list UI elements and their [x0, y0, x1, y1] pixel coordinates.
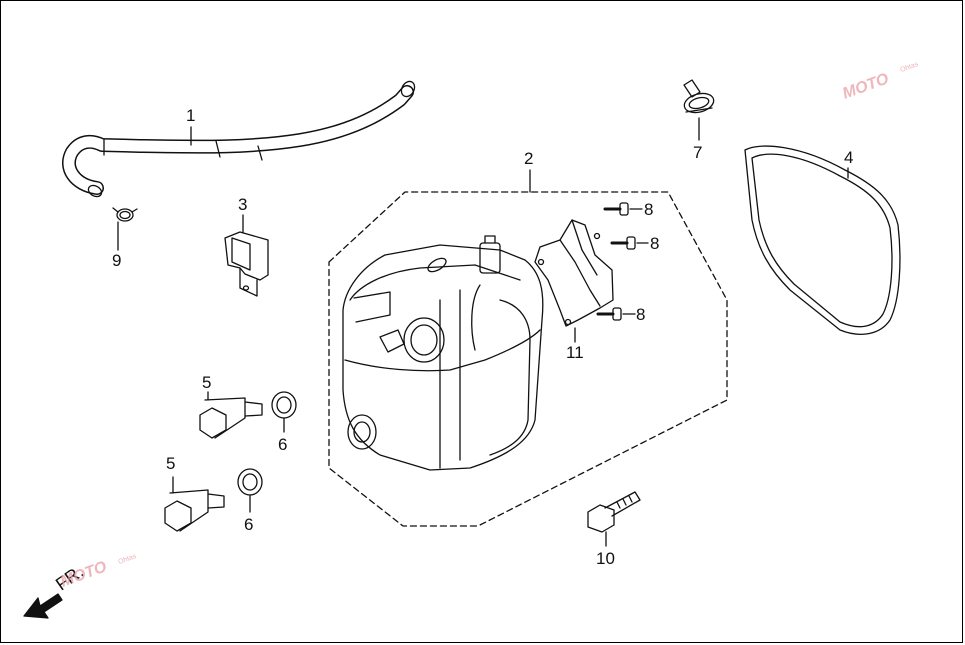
washer-6-lower [237, 468, 263, 513]
callout-2: 2 [524, 149, 534, 168]
stud-bolt-5-upper [199, 391, 263, 439]
callout-8-bottom: 8 [636, 305, 646, 324]
callout-6-upper: 6 [278, 435, 288, 454]
callout-7: 7 [693, 143, 703, 162]
bolt-8-middle [610, 236, 649, 250]
heat-shield-plate [534, 219, 614, 343]
callout-4: 4 [844, 148, 854, 167]
hose-bracket [224, 214, 269, 297]
front-direction-arrow-icon [23, 593, 63, 619]
bolt-8-bottom [596, 307, 636, 321]
cylinder-head-cover [328, 169, 728, 527]
callout-3: 3 [238, 195, 248, 214]
callout-5-upper: 5 [202, 373, 212, 392]
breather-hose [62, 80, 416, 198]
flange-bolt [587, 491, 641, 547]
callout-8-middle: 8 [650, 234, 660, 253]
cover-gasket [744, 145, 901, 335]
callout-1: 1 [186, 106, 196, 125]
hose-clip [112, 207, 138, 251]
callout-6-lower: 6 [244, 515, 254, 534]
hose-clamp [683, 79, 715, 141]
callout-9: 9 [112, 251, 122, 270]
callout-5-lower: 5 [166, 454, 176, 473]
stud-bolt-5-lower [164, 476, 225, 532]
callout-10: 10 [596, 549, 615, 568]
callout-11: 11 [566, 343, 584, 362]
callout-8-top: 8 [644, 200, 654, 219]
bolt-8-top [603, 202, 643, 216]
washer-6-upper [271, 391, 297, 433]
